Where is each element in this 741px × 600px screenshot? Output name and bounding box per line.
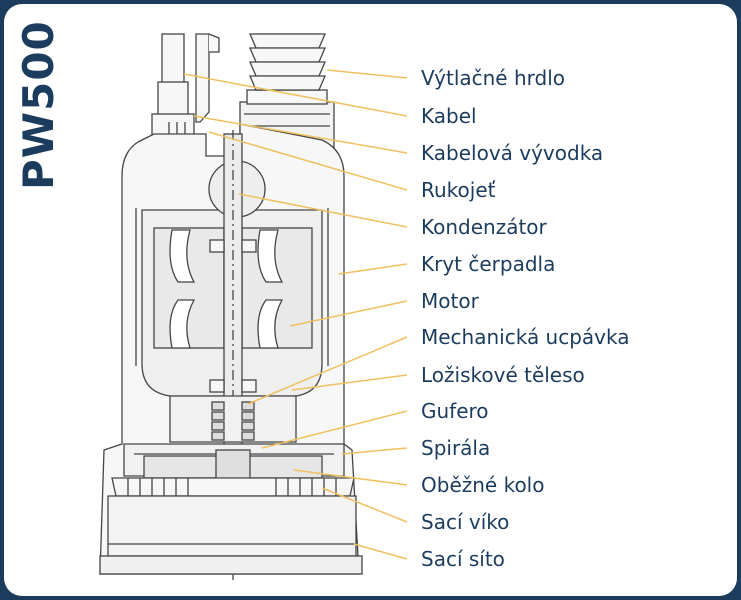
- label-kryt-cerpadla: Kryt čerpadla: [421, 252, 556, 276]
- label-motor: Motor: [421, 289, 479, 313]
- label-kondenzator: Kondenzátor: [421, 215, 547, 239]
- label-vytlacne-hrdlo: Výtlačné hrdlo: [421, 66, 566, 90]
- label-spirala: Spirála: [421, 436, 491, 460]
- leader-lines: [183, 69, 408, 560]
- leader-rukojet: [208, 131, 408, 191]
- label-mechanicka-ucpavka: Mechanická ucpávka: [421, 325, 630, 349]
- leader-kondenzator: [238, 193, 408, 228]
- leader-obezne-kolo: [293, 469, 408, 486]
- leader-vytlacne-hrdlo: [326, 69, 408, 79]
- leader-loziskove-teleso: [291, 374, 408, 391]
- diagram-card: PW500: [4, 4, 737, 596]
- pump-cross-section-diagram: [99, 33, 408, 584]
- label-gufero: Gufero: [421, 399, 489, 423]
- label-kabel: Kabel: [421, 104, 477, 128]
- label-saci-sito: Sací síto: [421, 547, 505, 571]
- bearing-housing: [169, 395, 297, 443]
- leader-saci-viko: [321, 487, 408, 523]
- leader-gufero: [261, 410, 408, 449]
- label-kabelova-vyvodka: Kabelová vývodka: [421, 141, 604, 165]
- leader-spirala: [341, 447, 408, 455]
- leader-kabel: [183, 73, 408, 117]
- motor-windings: [153, 227, 313, 349]
- label-loziskove-teleso: Ložiskové těleso: [421, 363, 585, 387]
- leader-mechanicka-ucpavka: [247, 336, 408, 405]
- label-rukojet: Rukojeť: [421, 178, 496, 202]
- leader-kabelova-vyvodka: [193, 115, 408, 154]
- label-obezne-kolo: Oběžné kolo: [421, 473, 545, 497]
- leader-motor: [289, 300, 408, 327]
- suction-strainer: [107, 495, 357, 557]
- mechanical-seal: [211, 401, 255, 441]
- pump-drawing: [99, 33, 363, 584]
- suction-cover: [111, 477, 355, 497]
- discharge-outlet: [239, 33, 335, 157]
- leader-saci-sito: [353, 543, 408, 560]
- label-saci-viko: Sací víko: [421, 510, 510, 534]
- leader-kryt-cerpadla: [338, 263, 408, 275]
